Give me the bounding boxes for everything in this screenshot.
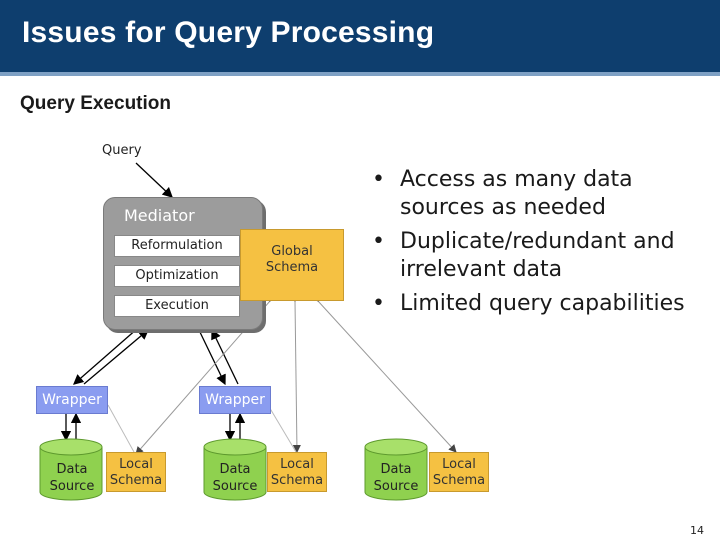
mapping-global-schema3 [310, 293, 457, 453]
reformulation-box: Reformulation [114, 235, 240, 257]
data-source-1-line1: Data [56, 462, 88, 477]
local-schema-3: Local Schema [429, 452, 489, 492]
data-source-3-line1: Data [380, 462, 412, 477]
bullet-item: • Access as many data sources as needed [372, 166, 712, 222]
query-arrow [135, 162, 173, 198]
bullet-text: Limited query capabilities [400, 291, 685, 316]
optimization-box: Optimization [114, 265, 240, 287]
slide-subtitle: Query Execution [20, 93, 171, 114]
bullet-text: Access as many data sources as needed [400, 167, 633, 220]
wrapper-1: Wrapper [36, 386, 108, 414]
title-underline [0, 72, 720, 76]
local-schema-1-line1: Local [119, 457, 153, 472]
bullet-dot-icon: • [372, 167, 385, 192]
mediator-label: Mediator [124, 206, 195, 225]
data-source-cylinder-2 [203, 438, 267, 501]
data-source-3-line2: Source [373, 479, 419, 494]
arrow-mediator-wrapper2-down [197, 327, 226, 386]
data-source-2-label: Data Source [207, 461, 263, 495]
data-source-2-line1: Data [219, 462, 251, 477]
data-source-cylinder-1 [39, 438, 103, 501]
bullet-dot-icon: • [372, 291, 385, 316]
local-schema-1: Local Schema [106, 452, 166, 492]
title-bar [0, 0, 720, 76]
local-schema-1-line2: Schema [109, 473, 163, 488]
local-schema-2: Local Schema [267, 452, 327, 492]
local-schema-2-line1: Local [280, 457, 314, 472]
arrow-mediator-wrapper1-down [73, 327, 139, 385]
arrow-wrapper2-mediator-up [211, 328, 239, 385]
global-schema-line2: Schema [265, 260, 319, 275]
bullet-item: • Duplicate/redundant and irrelevant data [372, 228, 712, 284]
data-source-1-line2: Source [49, 479, 95, 494]
local-schema-2-line2: Schema [270, 473, 324, 488]
wrapper-2: Wrapper [199, 386, 271, 414]
mapping-global-schema2 [290, 293, 301, 453]
page-number: 14 [690, 524, 704, 537]
bullet-text: Duplicate/redundant and irrelevant data [400, 229, 675, 282]
local-schema-3-line2: Schema [432, 473, 486, 488]
execution-box: Execution [114, 295, 240, 317]
data-source-cylinder-3 [364, 438, 428, 501]
mapping-wrapper1-schema1 [107, 404, 135, 453]
data-source-3-label: Data Source [368, 461, 424, 495]
data-source-2-line2: Source [212, 479, 258, 494]
mapping-wrapper2-schema2 [267, 404, 297, 453]
bullet-dot-icon: • [372, 229, 385, 254]
bullet-list: • Access as many data sources as needed •… [372, 166, 712, 324]
bullet-item: • Limited query capabilities [372, 290, 712, 318]
slide-title: Issues for Query Processing [22, 16, 435, 49]
local-schema-3-line1: Local [442, 457, 476, 472]
data-source-1-label: Data Source [44, 461, 100, 495]
global-schema-line1: Global [271, 244, 313, 259]
query-label: Query [102, 143, 142, 158]
global-schema-box: Global Schema [240, 229, 344, 301]
arrow-wrapper1-mediator-up [83, 329, 149, 385]
